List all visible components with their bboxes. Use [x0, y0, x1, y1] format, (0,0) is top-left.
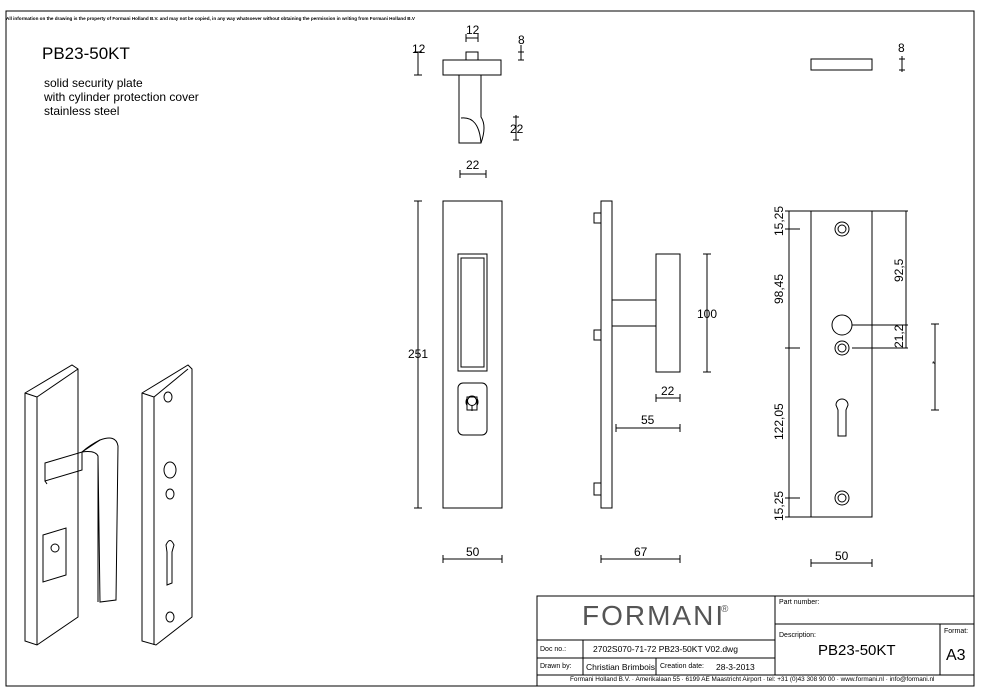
dim-label: 22 — [466, 158, 480, 172]
doc-no-label: Doc no.: — [540, 646, 567, 653]
dim-label: 92,5 — [892, 258, 906, 282]
back-view — [785, 210, 939, 567]
dim-label: 22 — [510, 122, 524, 136]
front-view — [414, 200, 503, 563]
part-number-label: Part number: — [779, 599, 820, 606]
side-view — [593, 200, 711, 563]
star-marker: * — [932, 360, 936, 369]
dim-label: 21,2 — [892, 324, 906, 348]
formani-logo: FORMANI — [582, 600, 726, 631]
dim-label: 55 — [641, 413, 655, 427]
dim-label: 8 — [898, 41, 905, 55]
description-line: stainless steel — [44, 104, 120, 118]
format-label: Format: — [944, 628, 969, 635]
dim-label: 22 — [661, 384, 675, 398]
format-value: A3 — [946, 647, 966, 664]
copyright-notice: All information on the drawing is the pr… — [6, 16, 415, 21]
knob-top-view — [414, 34, 524, 178]
drawn-by-label: Drawn by: — [540, 663, 572, 670]
description-label: Description: — [779, 632, 816, 639]
dim-label: 50 — [835, 549, 849, 563]
creation-date-value: 28-3-2013 — [716, 662, 755, 672]
dim-label: 8 — [518, 33, 525, 47]
dim-label: 98,45 — [772, 273, 786, 304]
isometric-back-plate — [141, 364, 193, 646]
isometric-plate-with-knob — [24, 364, 119, 646]
footer-address: Formani Holland B.V. · Amerikalaan 55 · … — [570, 676, 935, 683]
dim-label: 122,05 — [772, 403, 786, 440]
doc-no-value: 2702S070-71-72 PB23-50KT V02.dwg — [593, 644, 738, 654]
dim-label: 15,25 — [772, 490, 786, 521]
registered-mark: ® — [721, 604, 729, 615]
description-line: solid security plate — [44, 76, 143, 90]
sheet-border — [5, 10, 975, 687]
drawn-by-value: Christian Brimbois — [586, 662, 655, 672]
product-code: PB23-50KT — [42, 44, 130, 63]
dim-label: 12 — [412, 42, 426, 56]
dim-label: 50 — [466, 545, 480, 559]
creation-date-label: Creation date: — [660, 663, 704, 670]
dim-label: 251 — [408, 347, 429, 361]
title-block — [536, 595, 975, 687]
dim-label: 12 — [466, 23, 480, 37]
description-value: PB23-50KT — [818, 642, 896, 659]
description-line: with cylinder protection cover — [44, 90, 199, 104]
cover-top-view — [810, 56, 905, 72]
dim-label: 100 — [697, 307, 718, 321]
dim-label: 15,25 — [772, 205, 786, 236]
dim-label: 67 — [634, 545, 648, 559]
